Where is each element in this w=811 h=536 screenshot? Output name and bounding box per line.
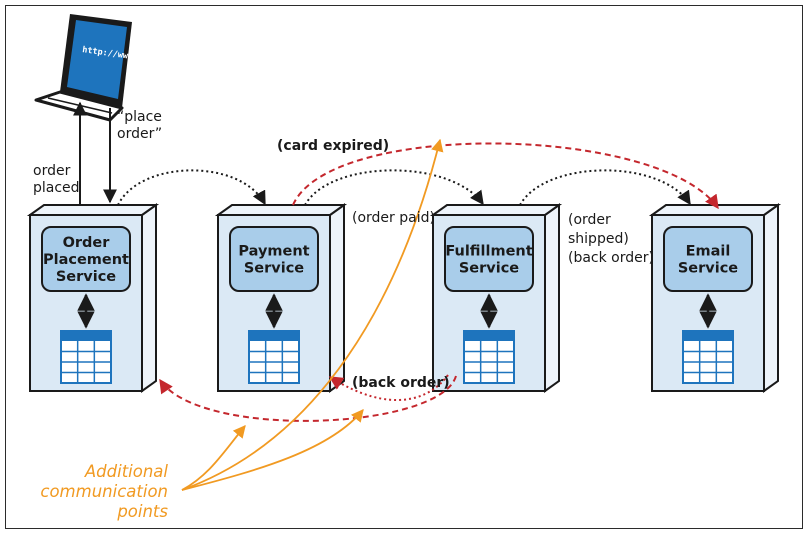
order-placement-service-label-1: Order xyxy=(63,235,111,251)
fulfillment-database-icon xyxy=(463,330,515,384)
place-order-label-2: order” xyxy=(117,126,162,142)
back-order-to-order-flow-arrow xyxy=(159,375,457,422)
order-paid-label: (order paid) xyxy=(352,210,435,226)
email-service-label-1: Email xyxy=(686,244,731,260)
callout-line-card-expired xyxy=(181,138,444,491)
fulfillment-service-label-1: Fulfillment xyxy=(445,244,532,260)
order-shipped-label-1: (order xyxy=(568,212,611,228)
order-placement-service-label-3: Service xyxy=(56,269,116,285)
payment-service-label-2: Service xyxy=(244,261,304,277)
back-order-label-right: (back order) xyxy=(568,250,654,266)
card-expired-label: (card expired) xyxy=(277,138,389,154)
laptop-icon: http://www xyxy=(34,14,135,122)
diagram-frame xyxy=(5,5,803,529)
order-placed-label-2: placed xyxy=(33,180,80,196)
payment-service-label-1: Payment xyxy=(238,244,309,260)
callout-line-3: points xyxy=(116,502,168,521)
email-service-label-2: Service xyxy=(678,261,738,277)
card-expired-flow-arrow xyxy=(292,142,719,210)
payment-database-icon xyxy=(248,330,300,384)
back-order-label-bottom: (back order) xyxy=(352,375,450,391)
callout-line-back-order xyxy=(181,409,364,491)
callout-line-2: communication xyxy=(40,482,168,501)
callout-line-1: Additional xyxy=(84,462,169,481)
email-database-icon xyxy=(682,330,734,384)
order-paid-flow-arrow xyxy=(304,169,484,206)
order-shipped-flow-arrow xyxy=(519,169,691,206)
back-order-to-payment-flow-arrow xyxy=(328,374,449,401)
order-placement-database-icon xyxy=(60,330,112,384)
fulfillment-service-label-2: Service xyxy=(459,261,519,277)
payment-service-box xyxy=(229,226,319,292)
order-placement-service-label-2: Placement xyxy=(43,252,129,268)
order-shipped-label-2: shipped) xyxy=(568,231,629,247)
fulfillment-service-box xyxy=(444,226,534,292)
place-order-label-1: “place xyxy=(117,109,162,125)
order-placed-flow-arrow xyxy=(117,169,266,206)
email-service-box xyxy=(663,226,753,292)
order-placed-label-1: order xyxy=(33,163,71,179)
order-placement-service-box xyxy=(41,226,131,292)
callout-line-back-order-left xyxy=(181,425,246,491)
